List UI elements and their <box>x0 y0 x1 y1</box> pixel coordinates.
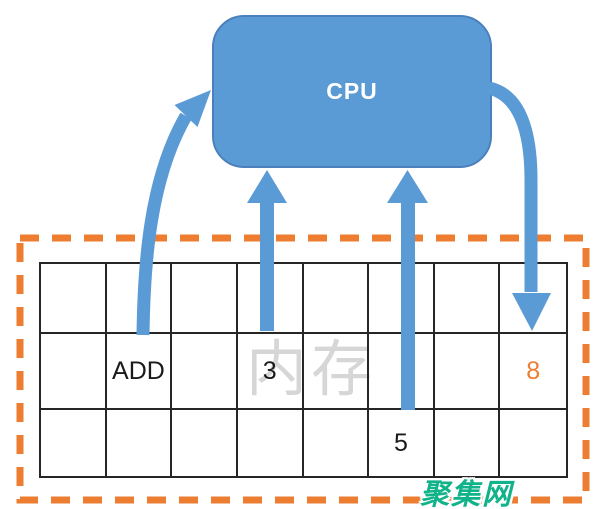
memory-cell-r0c6 <box>434 264 501 334</box>
memory-cell-r2c3 <box>238 410 304 476</box>
memory-cell-r2c7 <box>500 410 566 476</box>
memory-cell-r1c6 <box>434 334 501 410</box>
memory-cell-r0c7 <box>500 264 566 334</box>
memory-cell-r0c2 <box>172 264 238 334</box>
memory-cell-r2c1 <box>107 410 173 476</box>
memory-cell-r2c5: 5 <box>369 410 435 476</box>
memory-cell-r2c2 <box>172 410 238 476</box>
memory-cell-r0c4 <box>303 264 370 334</box>
memory-cell-r1c2 <box>172 334 238 410</box>
arrow-add-to-cpu-head <box>174 90 211 127</box>
cpu-label: CPU <box>326 78 378 104</box>
site-logo-watermark: 聚集网 <box>420 479 514 509</box>
arrow-operand5-to-cpu-head <box>387 170 428 203</box>
memory-cell-r1c4 <box>303 334 370 410</box>
memory-cell-r0c5 <box>369 264 435 334</box>
arrow-operand3-to-cpu-head <box>247 170 287 203</box>
memory-cell-r2c4 <box>304 410 370 476</box>
memory-cell-r1c7: 8 <box>500 334 566 410</box>
cpu-box: CPU <box>212 15 492 168</box>
memory-cell-r1c0 <box>41 334 107 410</box>
memory-cell-r1c5 <box>369 334 435 410</box>
memory-cell-r2c0 <box>41 410 107 476</box>
memory-cell-r0c3 <box>237 264 304 334</box>
memory-cell-r1c3: 3 <box>237 334 304 410</box>
memory-cell-r1c1: ADD <box>106 334 173 410</box>
memory-cell-r0c1 <box>106 264 173 334</box>
memory-cell-r2c6 <box>435 410 501 476</box>
memory-cell-r0c0 <box>41 264 107 334</box>
